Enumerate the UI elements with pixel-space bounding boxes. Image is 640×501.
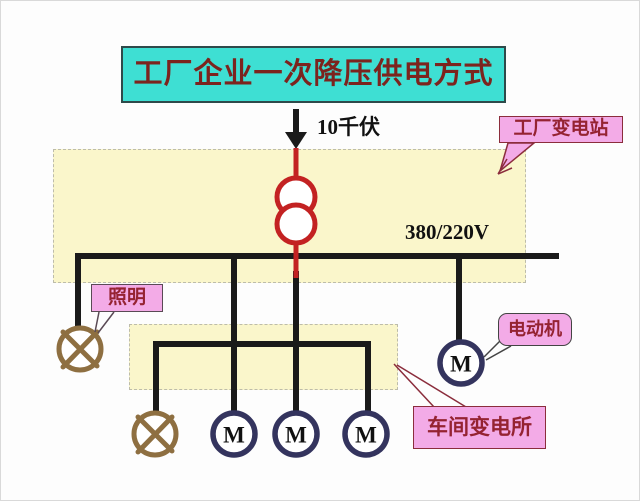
two-winding-transformer-icon: [274, 148, 318, 278]
motor-icon: M: [272, 410, 320, 458]
lighting-callout-tail: [94, 311, 115, 334]
motor-letter: M: [450, 352, 472, 377]
lamp-cross-icon: [131, 410, 179, 458]
workshop-substation-callout-tail: [393, 363, 467, 408]
motor-letter: M: [355, 423, 377, 448]
factory-substation-callout-tail: [497, 142, 537, 175]
lamp-cross-icon: [56, 325, 104, 373]
motor-icon: M: [210, 410, 258, 458]
diagram-title: 工厂企业一次降压供电方式: [121, 46, 506, 103]
workshop-substation-callout: 车间变电所: [413, 406, 546, 449]
factory-substation-callout: 工厂变电站: [499, 116, 623, 143]
down-arrow-icon: [285, 109, 307, 149]
motor-icon: M: [437, 339, 485, 387]
motor-letter: M: [223, 423, 245, 448]
incoming-voltage-label: 10千伏: [317, 115, 380, 139]
motor-callout: 电动机: [498, 313, 572, 346]
lv-busbar-and-feeders: [75, 253, 559, 414]
motor-icon: M: [342, 410, 390, 458]
secondary-voltage-label: 380/220V: [405, 220, 489, 244]
motor-letter: M: [285, 423, 307, 448]
workshop-substation-area: [129, 324, 398, 390]
lighting-callout: 照明: [91, 284, 163, 312]
motor-callout-tail: [483, 339, 512, 361]
